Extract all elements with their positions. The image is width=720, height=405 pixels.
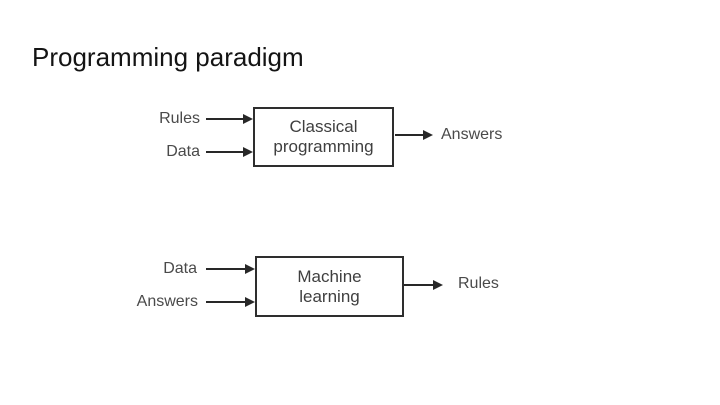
input-label-rules: Rules [159,110,200,127]
box-label-line: learning [299,286,360,306]
input-label-data: Data [166,143,200,160]
input-label-data: Data [163,260,197,277]
flow-arrow [206,297,255,307]
slide-title: Programming paradigm [32,42,304,72]
process-box-machine-learning: Machine learning [255,256,404,317]
box-label-line: Classical [289,117,358,136]
process-box-classical-programming: Classical programming [253,107,394,167]
flow-arrow [395,130,433,140]
flow-arrow [404,280,443,290]
flow-arrow [206,264,255,274]
output-label-rules: Rules [458,275,499,292]
box-label-line: programming [273,137,374,156]
flow-arrow [206,147,253,157]
box-label-line: Machine [297,266,362,286]
output-label-answers: Answers [441,126,503,143]
input-label-answers: Answers [136,293,198,310]
flow-arrow [206,114,253,124]
